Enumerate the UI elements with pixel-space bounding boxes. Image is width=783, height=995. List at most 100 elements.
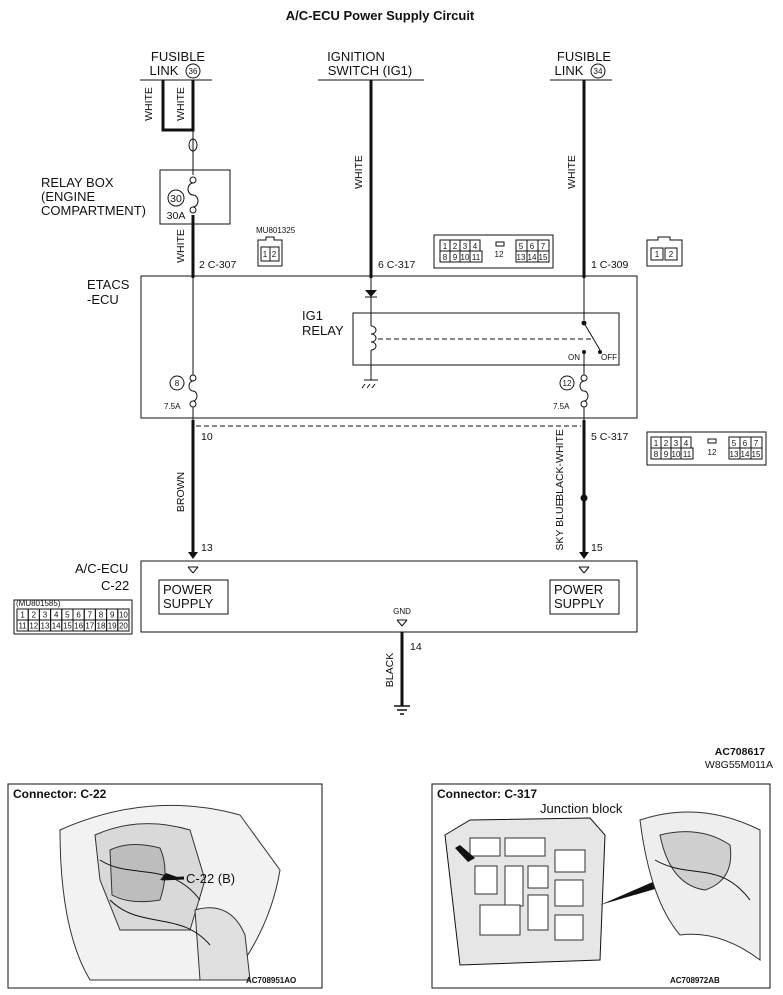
relay-box: RELAY BOX (ENGINE COMPARTMENT) 30 30A	[41, 169, 231, 225]
ignition-switch-label: IGNITION SWITCH (IG1)	[318, 49, 424, 81]
svg-text:10: 10	[672, 450, 681, 459]
reference-code: AC708617	[715, 746, 765, 758]
svg-text:15: 15	[752, 450, 761, 459]
svg-text:13: 13	[730, 450, 739, 459]
svg-text:IGNITION: IGNITION	[327, 49, 385, 64]
connector-pin-label: 7	[88, 611, 93, 620]
svg-text:14: 14	[741, 450, 750, 459]
fusible-link-34-label: FUSIBLE LINK 34	[550, 49, 612, 81]
photo-panel-c317: Connector: C-317 Junction block AC708972…	[431, 783, 771, 989]
svg-text:11: 11	[472, 253, 481, 262]
svg-text:1: 1	[443, 242, 448, 251]
wire-label-white: WHITE	[175, 87, 187, 121]
svg-text:ETACS: ETACS	[87, 277, 130, 292]
svg-text:2: 2	[272, 250, 277, 259]
svg-text:7: 7	[754, 439, 759, 448]
connector-pin-label: 3	[43, 611, 48, 620]
svg-text:11: 11	[683, 450, 692, 459]
pin-14-label: 14	[410, 641, 422, 653]
svg-text:6: 6	[743, 439, 748, 448]
svg-text:SUPPLY: SUPPLY	[163, 596, 214, 611]
svg-text:4: 4	[473, 242, 478, 251]
wire-fusible36	[161, 80, 198, 278]
svg-text:IG1: IG1	[302, 308, 323, 323]
svg-text:POWER: POWER	[554, 582, 603, 597]
connector-pin-label: 17	[85, 622, 94, 631]
connector-pin-label: 20	[119, 622, 128, 631]
svg-text:COMPARTMENT): COMPARTMENT)	[41, 203, 146, 218]
svg-text:Connector: C-22: Connector: C-22	[13, 787, 107, 801]
svg-text:5: 5	[519, 242, 524, 251]
connector-c307-label: 2 C-307	[199, 259, 237, 271]
connector-pin-label: 11	[18, 622, 27, 631]
svg-text:15: 15	[539, 253, 548, 262]
svg-text:3: 3	[463, 242, 468, 251]
connector-c317-icon: 1 2 3 4 5 6 7 8 9 10 11 12 13 14 15	[433, 234, 554, 269]
svg-text:14: 14	[528, 253, 537, 262]
connector-pin-label: 16	[74, 622, 83, 631]
wire-label-white: WHITE	[353, 155, 365, 189]
pin-10-label: 10	[201, 431, 213, 443]
svg-text:36: 36	[189, 67, 198, 76]
connector-c317-label: 6 C-317	[378, 259, 416, 271]
connector-pin-label: 1	[20, 611, 25, 620]
svg-text:9: 9	[453, 253, 458, 262]
ground-icon	[394, 705, 410, 715]
svg-text:FUSIBLE: FUSIBLE	[151, 49, 206, 64]
svg-text:AC708951AO: AC708951AO	[246, 976, 296, 985]
wire-label-white: WHITE	[566, 155, 578, 189]
svg-text:2: 2	[453, 242, 458, 251]
svg-text:2: 2	[669, 250, 674, 259]
wire-label-brown: BROWN	[175, 472, 187, 512]
connector-pin-label: 8	[99, 611, 104, 620]
svg-text:8: 8	[654, 450, 659, 459]
svg-text:4: 4	[684, 439, 689, 448]
wire-label-white: WHITE	[175, 229, 187, 263]
connector-pin-label: 4	[54, 611, 59, 620]
pin-15-label: 15	[591, 542, 603, 554]
fusible-link-36-label: FUSIBLE LINK 36	[140, 49, 212, 81]
svg-text:30A: 30A	[167, 210, 186, 222]
svg-text:5: 5	[732, 439, 737, 448]
etacs-ecu-box: ETACS -ECU 8 7.5A IG1 RELAY ON	[87, 275, 638, 420]
svg-text:7.5A: 7.5A	[553, 402, 570, 411]
connector-pin-label: 15	[63, 622, 72, 631]
reference-code: W8G55M011A	[705, 759, 773, 771]
svg-text:RELAY BOX: RELAY BOX	[41, 175, 114, 190]
svg-text:RELAY: RELAY	[302, 323, 344, 338]
wire-label-black-white: BLACK-WHITE	[554, 429, 566, 501]
svg-text:30: 30	[170, 193, 182, 205]
svg-text:8: 8	[443, 253, 448, 262]
svg-text:AC708972AB: AC708972AB	[670, 976, 720, 985]
svg-text:8: 8	[175, 379, 180, 388]
svg-text:ON: ON	[568, 353, 580, 362]
svg-text:1: 1	[654, 439, 659, 448]
connector-pin-label: 2	[32, 611, 37, 620]
connector-c317-pin5-label: 5 C-317	[591, 431, 629, 443]
svg-text:12: 12	[563, 379, 572, 388]
svg-text:1: 1	[655, 250, 660, 259]
connector-pin-label: 9	[110, 611, 115, 620]
svg-text:FUSIBLE: FUSIBLE	[557, 49, 612, 64]
svg-text:10: 10	[461, 253, 470, 262]
svg-text:C-22: C-22	[101, 578, 129, 593]
connector-pin-label: 5	[65, 611, 70, 620]
svg-text:12: 12	[708, 448, 717, 457]
wire-label-black: BLACK	[384, 653, 396, 687]
wire-label-sky-blue: SKY BLUE	[554, 499, 566, 550]
svg-text:13: 13	[517, 253, 526, 262]
svg-text:Junction block: Junction block	[540, 801, 623, 816]
diagram-title: A/C-ECU Power Supply Circuit	[286, 8, 475, 23]
connector-c309-icon: 1 2	[646, 236, 683, 267]
svg-text:7: 7	[541, 242, 546, 251]
photo-panel-c22: Connector: C-22 C-22 (B) AC708951AO	[7, 783, 323, 989]
wire-label-white: WHITE	[143, 87, 155, 121]
svg-text:6: 6	[530, 242, 535, 251]
connector-c317-icon: 1 2 3 4 5 6 7 8 9 10 11 12 13 14 15	[646, 431, 767, 466]
connector-pin-label: 18	[97, 622, 106, 631]
svg-text:1: 1	[263, 250, 268, 259]
svg-text:7.5A: 7.5A	[164, 402, 181, 411]
svg-text:12: 12	[495, 250, 504, 259]
